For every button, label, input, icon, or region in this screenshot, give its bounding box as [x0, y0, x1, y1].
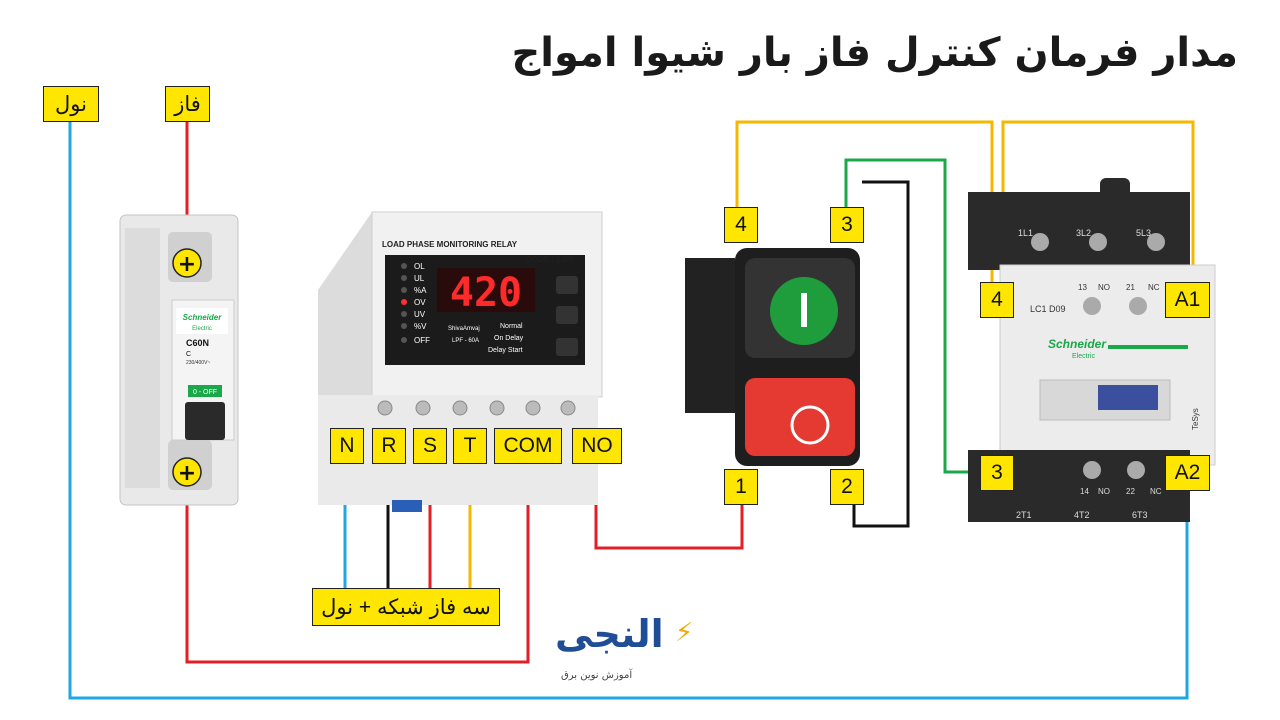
breaker-model: C60N [186, 338, 209, 348]
logo-sub-text: آموزش نوین برق [561, 670, 633, 681]
relay-led-list: OL UL %A OV UV %V OFF [401, 262, 430, 345]
term-4t2: 4T2 [1074, 510, 1090, 520]
phase-relay: LOAD PHASE MONITORING RELAY CODE : 13F5 … [318, 211, 603, 512]
lightning-icon: ⚡ [675, 618, 694, 648]
contactor-sub: Electric [1072, 353, 1095, 360]
relay-brand: ShivaAmvaj [448, 326, 480, 332]
label-neutral: نول [43, 86, 99, 122]
label-contactor-a2: A2 [1165, 455, 1210, 491]
relay-model: LPF - 60A [452, 338, 479, 344]
circuit-breaker: Schneider Electric C60N C 230/400V~ 0 - … [119, 214, 239, 506]
led-off: OFF [414, 336, 430, 345]
label-supply: سه فاز شبکه + نول [312, 588, 500, 626]
relay-screws [377, 400, 576, 416]
breaker-sub: Electric [192, 326, 212, 332]
breaker-state: 0 - OFF [193, 389, 217, 396]
label-relay-r: R [372, 428, 406, 464]
led-pct-v: %V [414, 322, 427, 331]
label-contactor-4: 4 [980, 282, 1014, 318]
contactor-series: TeSys [1191, 408, 1200, 430]
label-button-1: 1 [724, 469, 758, 505]
wire-3-2 [852, 180, 910, 528]
relay-display: 420 [450, 270, 522, 316]
led-uv: UV [414, 310, 426, 319]
term-5l3: 5L3 [1136, 228, 1151, 238]
breaker-plus-bottom: + [178, 461, 196, 486]
label-relay-com: COM [494, 428, 562, 464]
term-1l1: 1L1 [1018, 228, 1033, 238]
aux-nc-bottom: NC [1150, 487, 1162, 496]
contactor-brand: Schneider [1048, 337, 1107, 351]
mode-delay-start: Delay Start [488, 347, 523, 354]
led-ul: UL [414, 274, 425, 283]
mode-on-delay: On Delay [494, 335, 524, 342]
push-button [685, 248, 860, 466]
phase-wire-com [185, 462, 530, 664]
label-relay-n: N [330, 428, 364, 464]
aux-no-top: NO [1098, 283, 1110, 292]
contactor-model: LC1 D09 [1030, 304, 1066, 314]
page-title: مدار فرمان کنترل فاز بار شیوا امواج [511, 30, 1239, 76]
led-pct-a: %A [414, 286, 427, 295]
aux-nc-top: NC [1148, 283, 1160, 292]
label-button-2: 2 [830, 469, 864, 505]
breaker-plus-top: + [178, 252, 196, 277]
brand-logo: النجی ⚡ آموزش نوین برق [555, 612, 694, 692]
no-wire [594, 462, 744, 550]
aux-21: 21 [1126, 283, 1135, 292]
label-phase: فاز [165, 86, 210, 122]
label-relay-s: S [413, 428, 447, 464]
label-relay-t: T [453, 428, 487, 464]
term-3l2: 3L2 [1076, 228, 1091, 238]
term-2t1: 2T1 [1016, 510, 1032, 520]
led-ol: OL [414, 262, 425, 271]
led-ov: OV [414, 298, 426, 307]
breaker-brand: Schneider [183, 313, 223, 322]
logo-main-text: النجی [555, 612, 664, 656]
label-button-3: 3 [830, 207, 864, 243]
label-button-4: 4 [724, 207, 758, 243]
label-contactor-3: 3 [980, 455, 1014, 491]
aux-13: 13 [1078, 283, 1087, 292]
breaker-curve: C [186, 351, 191, 358]
breaker-rating: 230/400V~ [186, 360, 210, 366]
aux-22: 22 [1126, 487, 1135, 496]
relay-code: CODE : 13F5 [526, 255, 575, 264]
label-relay-no: NO [572, 428, 622, 464]
wire-3-3 [844, 158, 982, 474]
aux-14: 14 [1080, 487, 1089, 496]
aux-no-bottom: NO [1098, 487, 1110, 496]
mode-normal: Normal [500, 323, 523, 330]
neutral-wire [68, 122, 1189, 700]
label-contactor-a1: A1 [1165, 282, 1210, 318]
relay-header: LOAD PHASE MONITORING RELAY [382, 240, 518, 249]
term-6t3: 6T3 [1132, 510, 1148, 520]
